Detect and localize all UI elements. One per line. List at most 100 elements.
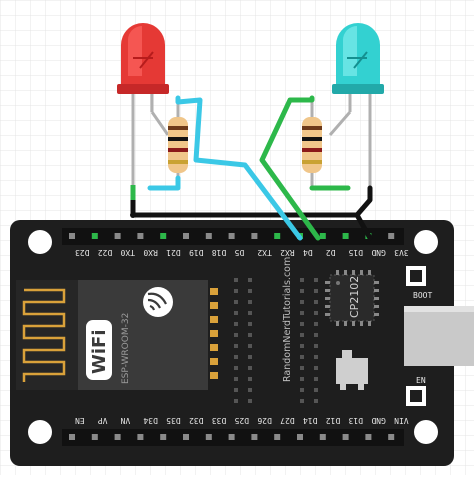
mounting-hole-top-right <box>414 230 438 254</box>
mid-hole <box>300 289 304 293</box>
mid-hole <box>314 289 318 293</box>
bottom-pin-label: D27 <box>280 416 295 425</box>
mid-hole <box>248 289 252 293</box>
cyan-wire <box>147 95 303 241</box>
top-pin-3v3 <box>388 233 395 239</box>
module-pad <box>210 302 218 309</box>
chip-pin <box>368 321 371 326</box>
wifi-logo-text: WiFi <box>89 330 110 375</box>
chip-pin <box>374 281 379 284</box>
bottom-pin-d27 <box>274 434 281 440</box>
cyan-led <box>332 23 384 190</box>
module-pad <box>210 288 218 295</box>
mid-hole <box>300 311 304 315</box>
resistor-right-body <box>302 117 322 173</box>
top-pin-d21 <box>160 233 167 239</box>
chip-pin <box>374 313 379 316</box>
module-pad <box>210 344 218 351</box>
regulator-body <box>336 358 368 384</box>
mid-hole <box>314 278 318 282</box>
bottom-pin-vp <box>91 434 98 440</box>
top-pin-label: D23 <box>75 248 90 257</box>
chip-pin <box>360 270 363 275</box>
esp-wroom-32-module: WiFi ESP-WROOM-32 <box>16 280 218 390</box>
mid-hole <box>300 377 304 381</box>
en-button[interactable]: EN <box>406 376 426 406</box>
top-pin-d18 <box>205 233 212 239</box>
mid-hole <box>248 344 252 348</box>
bottom-pin-label: D33 <box>212 416 227 425</box>
bottom-pin-label: D35 <box>166 416 181 425</box>
bottom-pin-d13 <box>342 434 349 440</box>
bottom-pin-d33 <box>205 434 212 440</box>
mid-hole <box>300 333 304 337</box>
chip-pin <box>352 270 355 275</box>
mounting-hole-bottom-right <box>414 420 438 444</box>
top-pin-label: D22 <box>98 248 113 257</box>
mid-hole <box>234 344 238 348</box>
mid-hole <box>234 366 238 370</box>
mid-hole <box>314 344 318 348</box>
bottom-header-pins <box>69 434 395 440</box>
mid-hole <box>314 333 318 337</box>
bottom-pin-label: D14 <box>303 416 318 425</box>
green-wire <box>259 95 321 241</box>
bottom-pin-label: D34 <box>143 416 158 425</box>
chip-pin <box>360 321 363 326</box>
bottom-pin-en <box>69 434 75 440</box>
top-pin-rx0 <box>137 233 144 239</box>
bottom-pin-d35 <box>160 434 167 440</box>
mid-hole <box>314 399 318 403</box>
bottom-pin-label: GND <box>371 416 386 425</box>
bottom-pin-gnd <box>365 434 372 440</box>
mid-hole <box>300 399 304 403</box>
usb-connector <box>404 306 474 366</box>
mid-hole <box>234 377 238 381</box>
mid-hole <box>234 311 238 315</box>
chip-pin <box>325 281 330 284</box>
mid-hole <box>248 278 252 282</box>
mid-hole <box>248 377 252 381</box>
top-pin-label: D2 <box>326 248 336 257</box>
top-pin-d2 <box>319 233 326 239</box>
chip-pin <box>344 321 347 326</box>
mid-hole <box>314 311 318 315</box>
wifi-logo-icon <box>86 320 112 380</box>
resistor-left-body <box>168 117 188 173</box>
mid-hole <box>234 333 238 337</box>
cyan-led-anode-leg <box>328 111 352 136</box>
mid-hole <box>234 322 238 326</box>
top-pin-label: D19 <box>189 248 204 257</box>
module-pads <box>210 288 218 379</box>
mid-hole <box>300 388 304 392</box>
top-pin-label: RX2 <box>280 248 295 257</box>
wires <box>130 95 373 241</box>
top-pin-d23 <box>69 233 75 239</box>
mid-hole <box>248 311 252 315</box>
top-pin-label: TX2 <box>257 248 272 257</box>
module-brand-label: ESP-WROOM-32 <box>121 313 131 384</box>
red-led-anode-leg <box>150 111 170 136</box>
bottom-pin-d34 <box>137 434 144 440</box>
watermark-text: RandomNerdTutorials.com <box>282 257 293 382</box>
top-pin-d15 <box>342 233 349 239</box>
chip-pin <box>325 305 330 308</box>
top-pin-label: D4 <box>303 248 313 257</box>
top-pin-tx2 <box>251 233 258 239</box>
top-pin-label: D18 <box>212 248 227 257</box>
mid-hole <box>300 366 304 370</box>
mid-hole <box>248 399 252 403</box>
bottom-pin-label: D32 <box>189 416 204 425</box>
mid-hole <box>300 322 304 326</box>
bottom-pin-d14 <box>297 434 303 440</box>
cyan-led-dome <box>336 23 380 87</box>
mid-hole <box>248 366 252 370</box>
chip-pin <box>374 289 379 292</box>
boot-button-label: BOOT <box>413 291 432 300</box>
mounting-hole-bottom-left <box>28 420 52 444</box>
mid-hole <box>248 333 252 337</box>
mid-hole <box>248 322 252 326</box>
boot-button[interactable]: BOOT <box>406 266 432 300</box>
top-header-pins <box>69 233 395 239</box>
